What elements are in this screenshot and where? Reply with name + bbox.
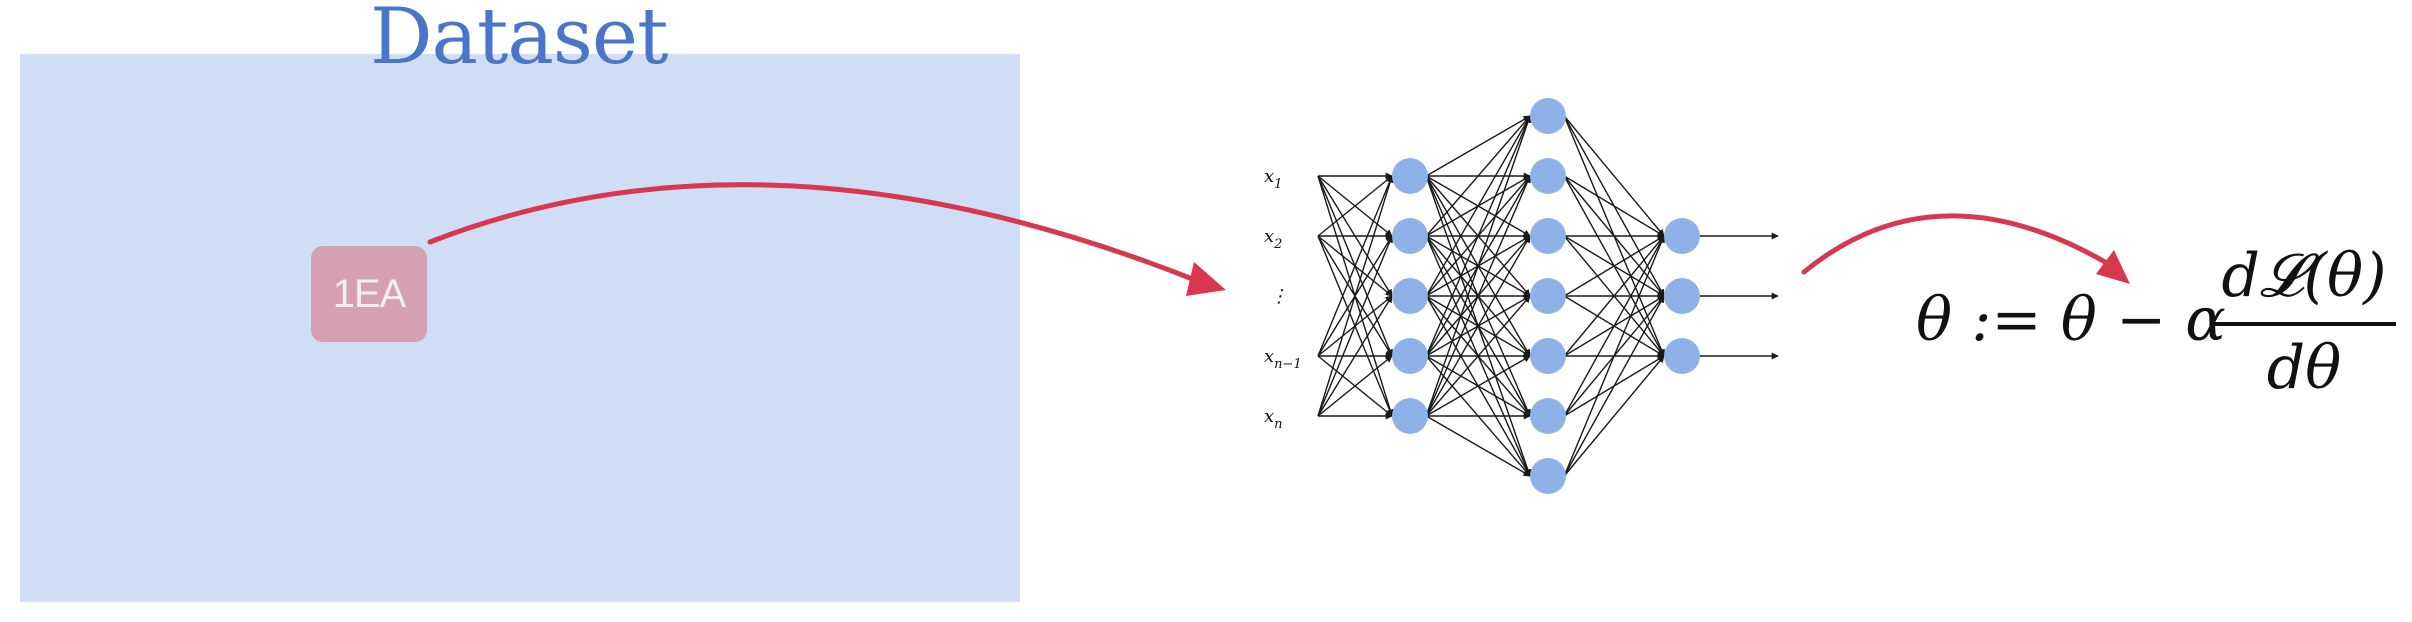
- network-outputs: [1700, 232, 1779, 360]
- network-node: [1530, 278, 1566, 314]
- network-edge: [1317, 235, 1393, 417]
- formula-fraction-bar: [2212, 322, 2396, 326]
- formula-denominator: dθ: [2266, 333, 2342, 403]
- network-edge: [1425, 115, 1532, 417]
- network-edge: [1317, 175, 1393, 357]
- formula-numerator: d𝓛(θ): [2221, 241, 2387, 311]
- network-edge: [1425, 115, 1531, 237]
- network-edge: [1563, 235, 1665, 477]
- network-node: [1392, 278, 1428, 314]
- network-node: [1392, 158, 1428, 194]
- data-to-network-arrow: [427, 182, 1203, 285]
- network-edge: [1563, 355, 1665, 477]
- network-node: [1530, 98, 1566, 134]
- network-edge: [1563, 115, 1665, 237]
- network-node: [1664, 338, 1700, 374]
- network-edge: [1563, 295, 1665, 477]
- network-nodes: [1392, 98, 1700, 494]
- network-node: [1392, 398, 1428, 434]
- dataset-title: Dataset: [370, 0, 668, 82]
- network-node: [1392, 338, 1428, 374]
- network-to-update-arrowhead: [2096, 250, 2130, 284]
- network-edge: [1425, 115, 1531, 297]
- network-edge: [1317, 175, 1394, 417]
- network-edge: [1425, 355, 1531, 417]
- network-edge: [1563, 235, 1665, 297]
- input-label: x1: [1264, 166, 1282, 192]
- network-edge: [1317, 295, 1393, 417]
- gradient-descent-formula: θ := θ − α d𝓛(θ) dθ: [1916, 246, 2396, 406]
- network-input-labels: x1 x2 ⋮ xn−1 xn: [1264, 166, 1302, 432]
- network-node: [1664, 278, 1700, 314]
- network-node: [1392, 218, 1428, 254]
- network-edge: [1317, 355, 1393, 417]
- input-label: xn: [1264, 406, 1283, 432]
- network-edge: [1563, 235, 1665, 357]
- input-label: xn−1: [1264, 346, 1302, 372]
- network-edge: [1425, 235, 1531, 417]
- dataset-panel: [20, 54, 1020, 602]
- network-edge: [1563, 235, 1665, 417]
- data-to-network-arrowhead: [1186, 262, 1226, 296]
- network-node: [1530, 398, 1566, 434]
- network-node: [1530, 158, 1566, 194]
- network-edge: [1425, 115, 1531, 177]
- network-node: [1530, 458, 1566, 494]
- network-node: [1530, 218, 1566, 254]
- network-edges: [1317, 115, 1665, 477]
- network-edge: [1425, 115, 1531, 357]
- network-edge: [1425, 415, 1531, 477]
- input-label: ⋮: [1270, 286, 1288, 307]
- network-edge: [1317, 175, 1393, 237]
- network-to-update-arrow: [1801, 213, 2108, 275]
- network-node: [1664, 218, 1700, 254]
- sample-chip[interactable]: 1EA: [311, 246, 427, 342]
- network-edge: [1425, 295, 1531, 417]
- network-edge: [1563, 175, 1665, 237]
- network-edge: [1425, 175, 1531, 417]
- formula-lhs: θ := θ − α: [1916, 285, 2226, 355]
- input-label: x2: [1264, 226, 1282, 252]
- network-node: [1530, 338, 1566, 374]
